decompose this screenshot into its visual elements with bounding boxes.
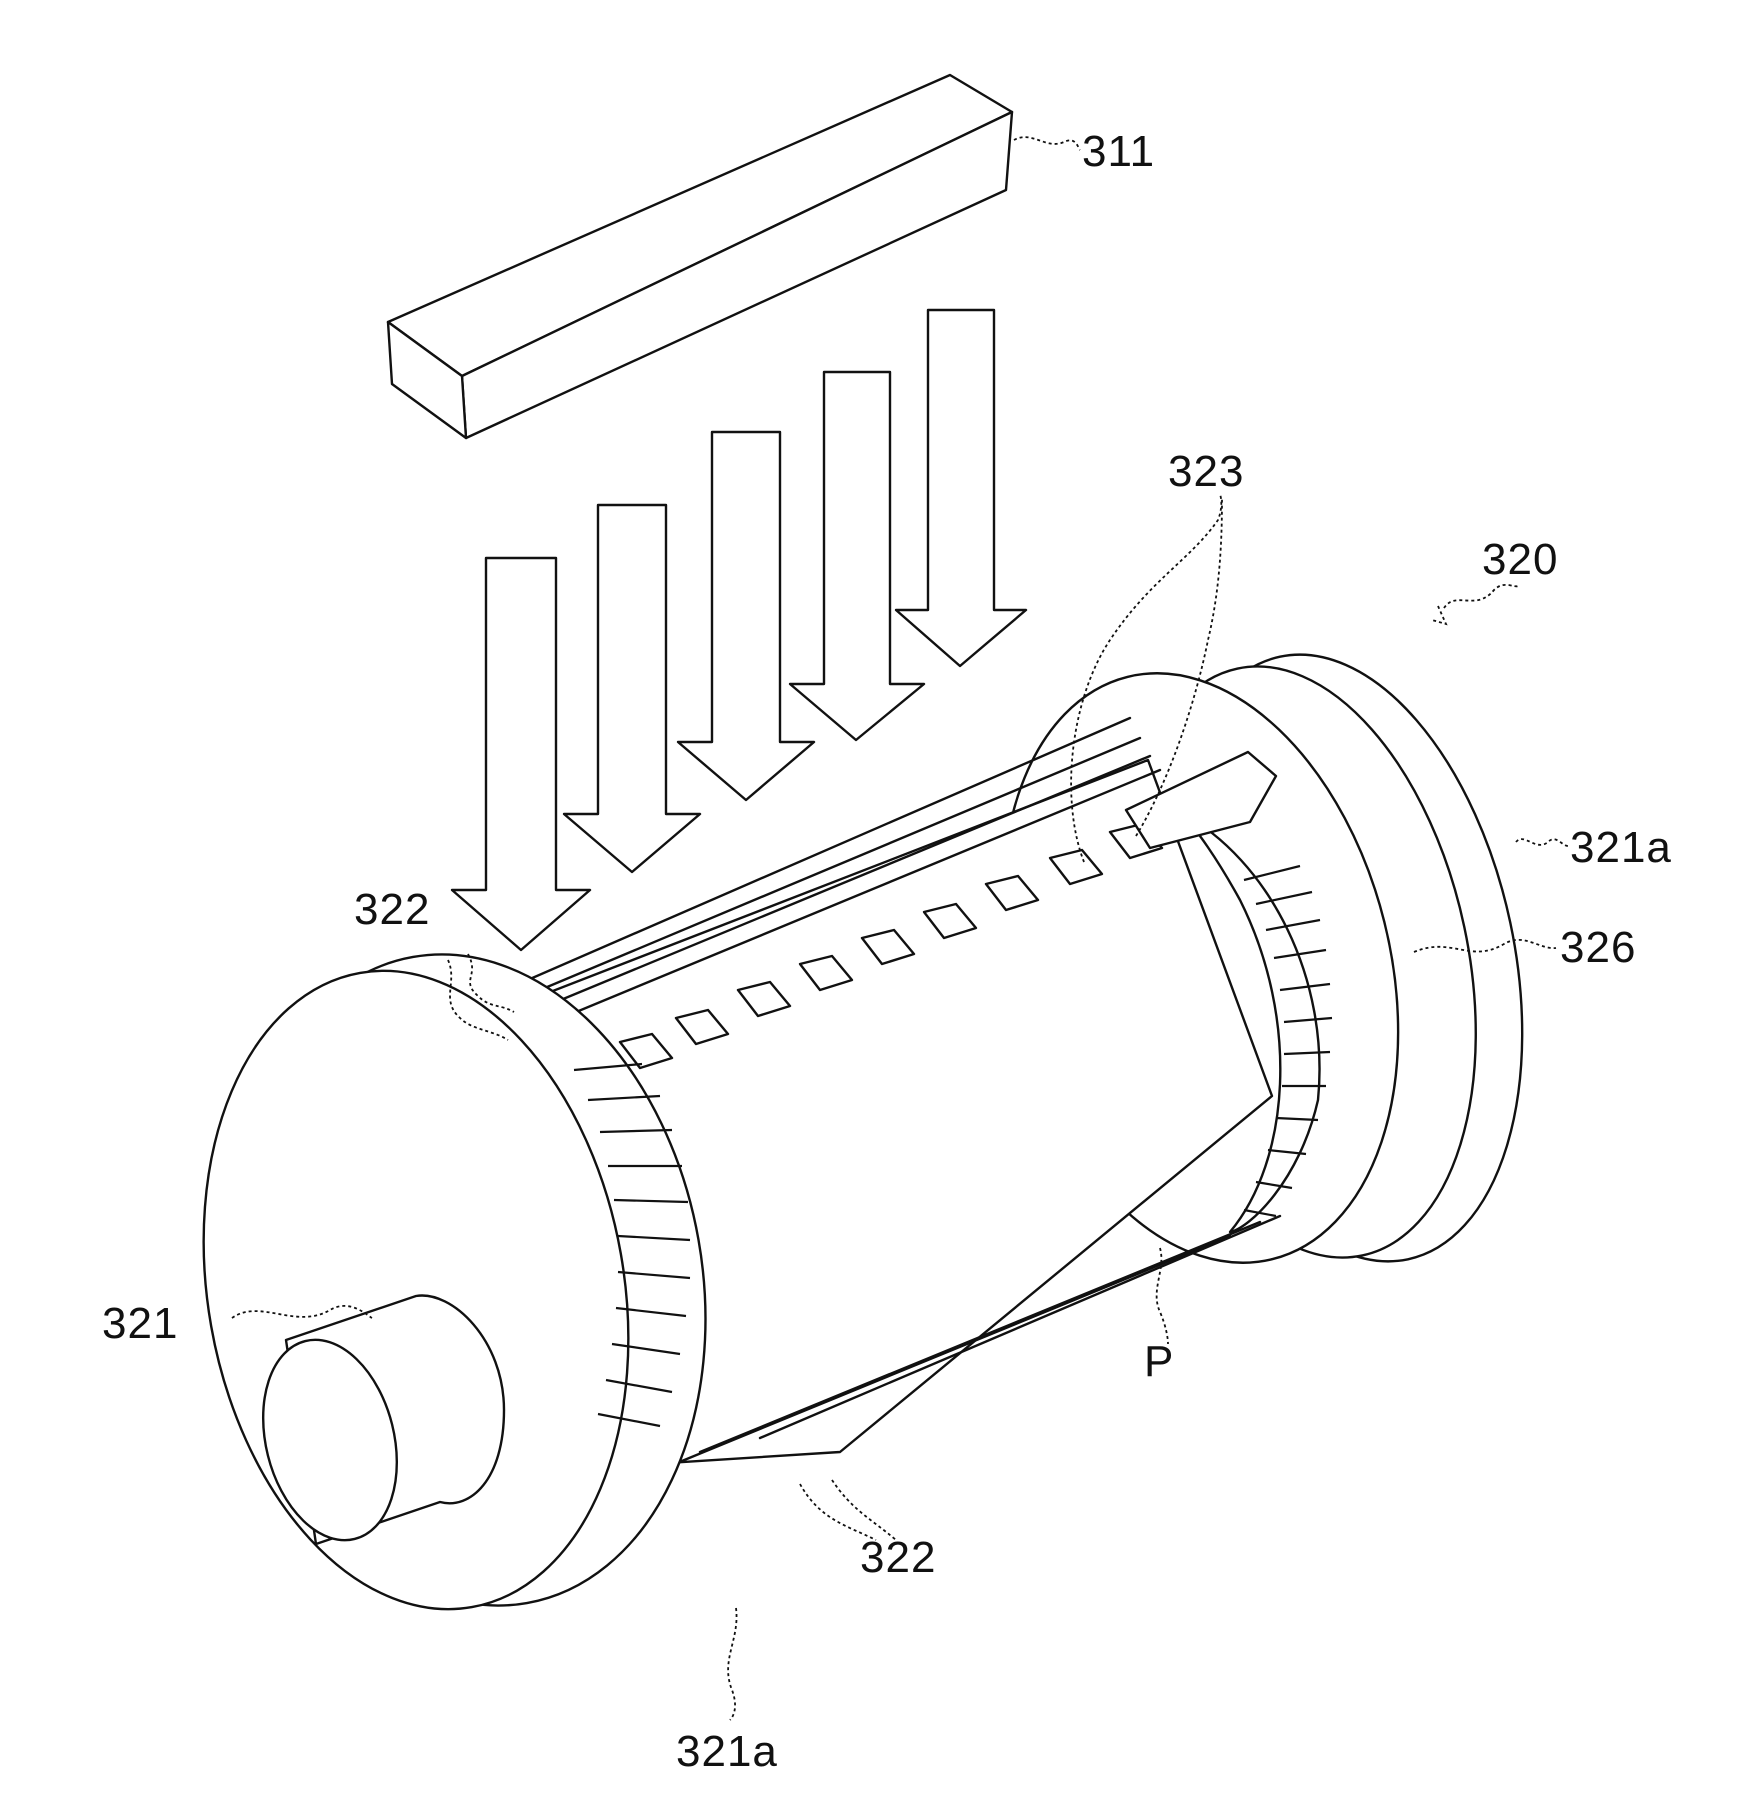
arrow-3 <box>678 432 814 800</box>
label-321a-right: 321a <box>1570 823 1672 872</box>
label-321: 321 <box>102 1299 178 1348</box>
label-322-bottom: 322 <box>860 1533 936 1582</box>
arrow-2 <box>564 505 700 872</box>
label-323: 323 <box>1168 447 1244 496</box>
label-p: P <box>1144 1337 1174 1386</box>
label-326: 326 <box>1560 923 1636 972</box>
label-322-top: 322 <box>354 885 430 934</box>
light-source-bar <box>388 75 1012 438</box>
label-320: 320 <box>1482 535 1558 584</box>
label-321a-bottom: 321a <box>676 1727 778 1776</box>
label-311: 311 <box>1082 127 1155 176</box>
arrow-4 <box>790 372 924 740</box>
arrow-5 <box>896 310 1026 666</box>
arrow-1 <box>452 558 590 950</box>
